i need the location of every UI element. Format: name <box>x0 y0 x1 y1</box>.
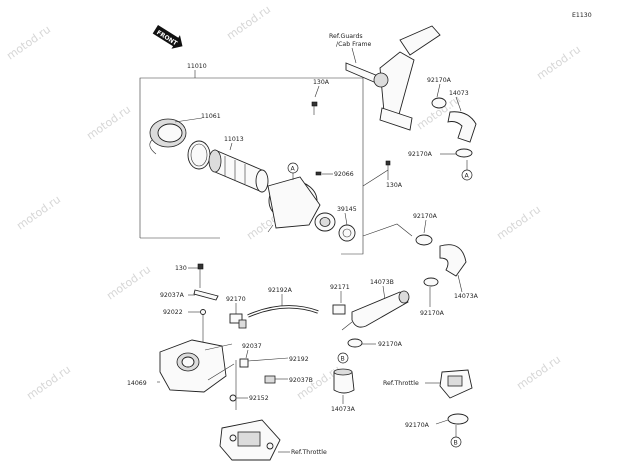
ref-throttle-bottom-label: Ref.Throttle <box>291 449 327 456</box>
watermark-text: motod.ru <box>104 263 153 303</box>
duct-14073-top: 92170A 14073 92170A A <box>408 77 477 181</box>
label-92152: 92152 <box>249 395 269 402</box>
callout-b-left <box>337 352 349 364</box>
label-11010: 11010 <box>187 63 207 70</box>
label-14073a-2: 14073A <box>331 406 356 413</box>
label-92170a-4: 92170A <box>420 310 445 317</box>
label-130: 130 <box>175 265 187 272</box>
cab-frame-reference: Ref.Guards /Cab Frame <box>329 25 441 131</box>
duct-14073a-right: 92170A 14073A 92170A <box>362 213 479 317</box>
o-ring-seal <box>187 140 211 170</box>
throttle-reference-bottom: Ref.Throttle <box>219 419 327 461</box>
label-11013: 11013 <box>224 136 244 143</box>
clamp-92170: 92170 <box>226 296 247 329</box>
label-92170a-6: 92170A <box>405 422 430 429</box>
throttle-body-14069: 14069 <box>127 339 235 393</box>
label-92170a-1: 92170A <box>427 77 452 84</box>
callout-a-right <box>461 169 473 181</box>
throttle-reference-right: Ref.Throttle 92170A B <box>383 369 473 448</box>
label-14073: 14073 <box>449 90 469 97</box>
label-11061: 11061 <box>201 113 221 120</box>
bolt-130a-mid: 130A <box>362 160 403 189</box>
watermark-text: motod.ru <box>534 43 583 83</box>
label-92022: 92022 <box>163 309 183 316</box>
label-92170a-5: 92170A <box>378 341 403 348</box>
callout-b-left-label: B <box>341 356 345 363</box>
label-14073a-1: 14073A <box>454 293 479 300</box>
part-11013-filter: 11013 <box>208 136 269 193</box>
label-92171: 92171 <box>330 284 350 291</box>
label-130a-mid: 130A <box>386 182 403 189</box>
assembly-bracket-11010: 11010 <box>139 63 364 255</box>
watermark-text: motod.ru <box>494 203 543 243</box>
label-92170: 92170 <box>226 296 246 303</box>
callout-a-right-label: A <box>465 173 470 180</box>
callout-b-right-label: B <box>454 440 458 447</box>
duct-14073a-lower: B 14073A <box>331 352 356 413</box>
label-92170a-2: 92170A <box>408 151 433 158</box>
callout-a-top-label: A <box>291 166 296 173</box>
bolt-130a-top: 130A <box>311 79 330 115</box>
watermark-text: motod.ru <box>84 103 133 143</box>
small-parts-group: 92037 92192 92037B 92152 <box>229 343 313 410</box>
label-130a-top: 130A <box>313 79 330 86</box>
air-box-housing: A <box>267 162 336 233</box>
label-39145: 39145 <box>337 206 357 213</box>
part-39145-ring: 39145 <box>337 206 357 242</box>
label-92192: 92192 <box>289 356 309 363</box>
label-14073b: 14073B <box>370 279 394 286</box>
label-92037b: 92037B <box>289 377 313 384</box>
watermark-text: motod.ru <box>14 193 63 233</box>
label-92066: 92066 <box>334 171 354 178</box>
front-arrow: FRONT <box>152 25 183 49</box>
label-14069: 14069 <box>127 380 147 387</box>
clip-92171: 92171 <box>330 284 350 315</box>
part-92066: 92066 <box>315 171 354 178</box>
duct-14073b: 14073B 92170A <box>341 279 410 348</box>
watermark-text: motod.ru <box>24 363 73 403</box>
watermark-text: motod.ru <box>224 3 273 43</box>
part-11061-cover: 11061 <box>149 113 221 155</box>
label-92037: 92037 <box>242 343 262 350</box>
watermark-text: motod.ru <box>4 23 53 63</box>
label-92037a: 92037A <box>160 292 185 299</box>
hose-92192a: 92192A <box>247 287 319 318</box>
ref-guards-label-2: /Cab Frame <box>336 41 372 48</box>
ref-guards-label-1: Ref.Guards <box>329 33 363 40</box>
callout-b-right <box>450 436 462 448</box>
label-92192a: 92192A <box>268 287 293 294</box>
label-92170a-3: 92170A <box>413 213 438 220</box>
diagram-id: E1130 <box>572 12 592 19</box>
ref-throttle-right-label: Ref.Throttle <box>383 380 419 387</box>
watermark-text: motod.ru <box>514 353 563 393</box>
left-hardware-stack: 130 92037A 92022 <box>160 263 219 345</box>
